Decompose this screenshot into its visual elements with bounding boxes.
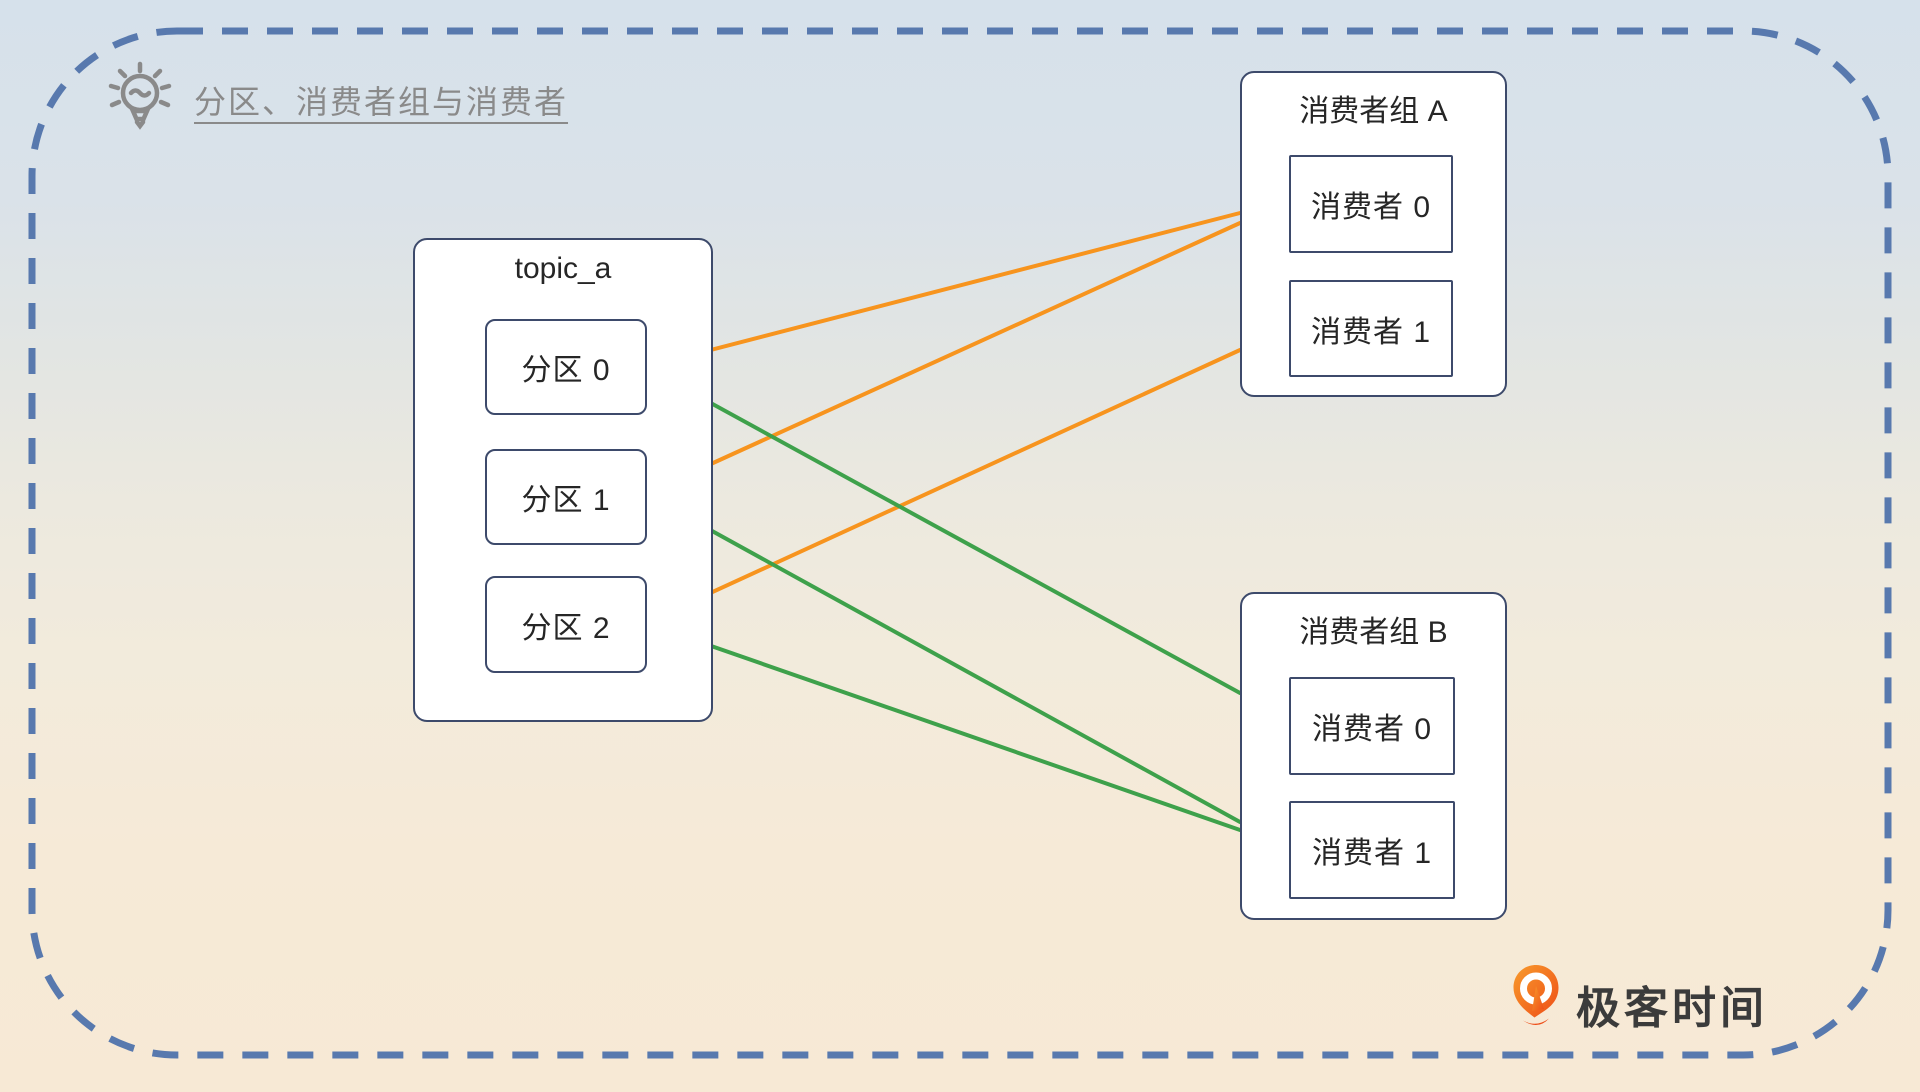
edge-partition-2-to-group-a-consumer-1 (643, 348, 1242, 625)
topic-a-box: topic_a 分区 0 分区 1 分区 2 (413, 238, 713, 722)
geektime-logo: 极客时间 (1512, 964, 1768, 1036)
consumer-group-b-box: 消费者组 B 消费者 0 消费者 1 (1240, 592, 1507, 920)
group-a-consumer-0-box: 消费者 0 (1289, 155, 1453, 253)
edge-partition-2-to-group-b-consumer-1 (643, 621, 1242, 832)
edge-partition-0-to-group-b-consumer-0 (643, 365, 1242, 695)
geektime-icon (1513, 965, 1559, 1026)
partition-1-box: 分区 1 (485, 449, 647, 545)
lightbulb-icon (108, 61, 172, 130)
topic-a-label: topic_a (514, 252, 612, 285)
edge-partition-1-to-group-a-consumer-0 (643, 221, 1242, 496)
page-header: 分区、消费者组与消费者 (104, 60, 568, 136)
page-title: 分区、消费者组与消费者 (194, 84, 569, 120)
group-b-consumer-1-box: 消费者 1 (1289, 801, 1455, 899)
edge-partition-0-to-group-a-consumer-0 (643, 211, 1242, 369)
edge-partition-1-to-group-b-consumer-1 (643, 492, 1242, 824)
consumer-group-a-box: 消费者组 A 消费者 0 消费者 1 (1240, 71, 1507, 397)
group-b-consumer-0-box: 消费者 0 (1289, 677, 1455, 775)
consumer-group-b-label: 消费者组 B (1299, 616, 1448, 649)
partition-2-box: 分区 2 (485, 576, 647, 673)
consumer-group-a-label: 消费者组 A (1299, 95, 1448, 128)
dashed-border (28, 27, 1892, 1059)
geektime-text: 极客时间 (1576, 984, 1768, 1033)
partition-0-box: 分区 0 (485, 319, 647, 415)
group-a-consumer-1-box: 消费者 1 (1289, 280, 1453, 377)
